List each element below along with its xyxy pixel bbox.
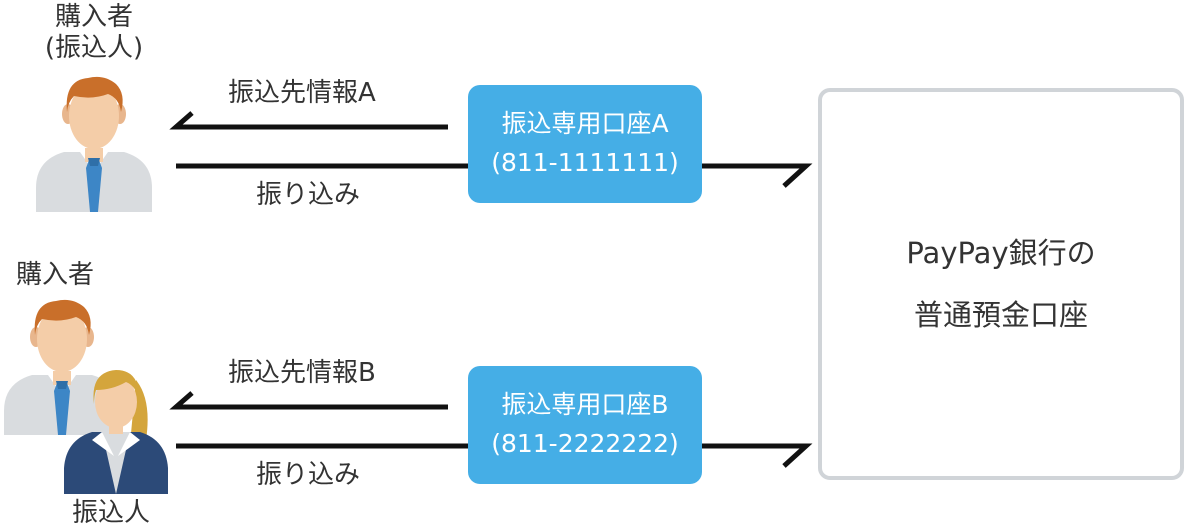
payer-label: (振込人) bbox=[44, 33, 144, 64]
account-number: (811-2222222) bbox=[491, 429, 679, 458]
transfer-label-bottom: 振り込み bbox=[256, 460, 361, 490]
info-arrow-bottom bbox=[169, 391, 448, 410]
buyer-label: 購入者 bbox=[54, 2, 133, 32]
info-arrow-top bbox=[169, 111, 448, 130]
payer-label-bottom: 振込人 bbox=[72, 498, 151, 528]
connector-bottom bbox=[702, 443, 813, 468]
account-type: 普通預金口座 bbox=[913, 298, 1088, 332]
transfer-label-top: 振り込み bbox=[256, 180, 361, 210]
account-number: (811-1111111) bbox=[491, 148, 679, 177]
female-person-icon bbox=[64, 370, 168, 494]
paypay-bank-account-box: PayPay銀行の 普通預金口座 bbox=[818, 88, 1184, 480]
buyer-label-bottom: 購入者 bbox=[16, 260, 95, 290]
buyer-payer-label-top: 購入者 (振込人) bbox=[34, 2, 154, 64]
male-person-icon bbox=[36, 76, 152, 212]
connector-top bbox=[702, 163, 813, 188]
male-person-icon bbox=[4, 299, 120, 435]
bank-name: PayPay銀行の bbox=[906, 235, 1096, 270]
dedicated-account-b: 振込専用口座B (811-2222222) bbox=[468, 366, 702, 484]
info-label-top: 振込先情報A bbox=[228, 78, 376, 108]
account-name: 振込専用口座A bbox=[501, 109, 669, 139]
dedicated-account-a: 振込専用口座A (811-1111111) bbox=[468, 85, 702, 203]
account-name: 振込専用口座B bbox=[501, 390, 669, 420]
info-label-bottom: 振込先情報B bbox=[228, 358, 376, 388]
